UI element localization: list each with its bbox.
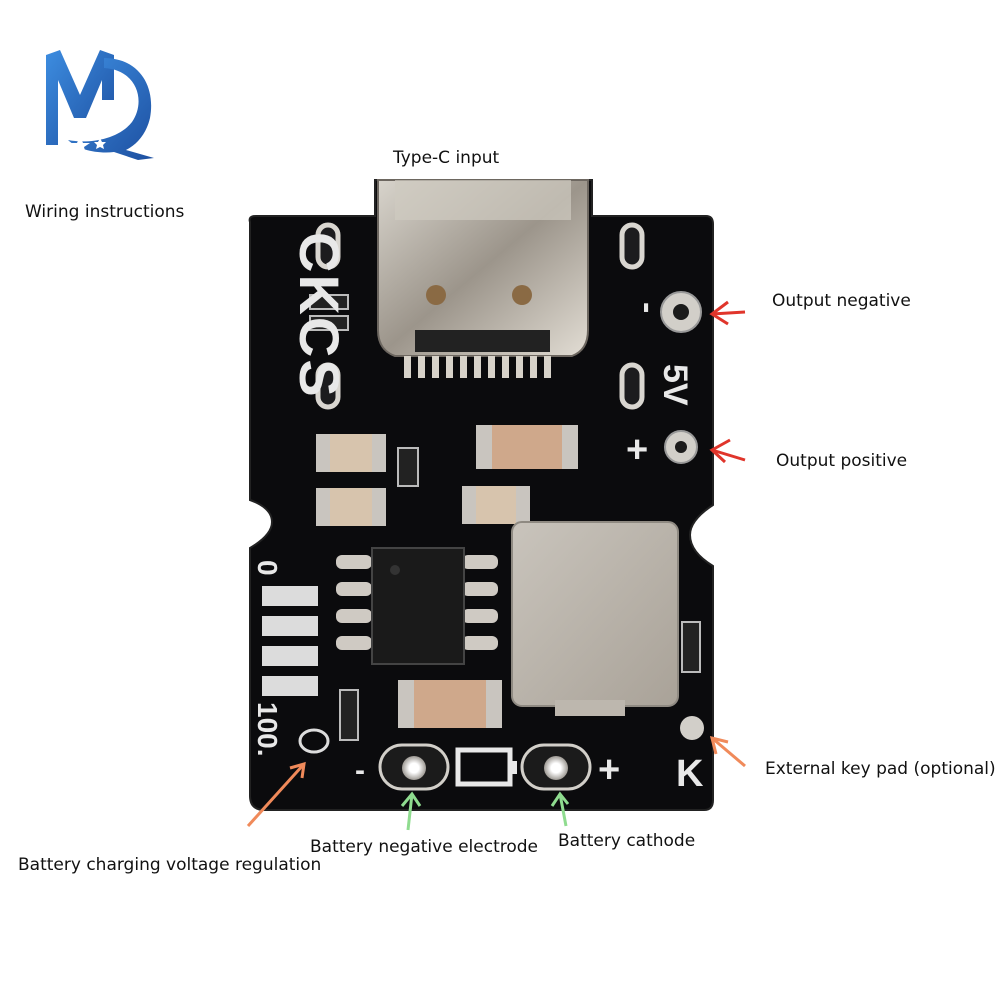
brand-logo <box>46 50 154 160</box>
mark-battery-plus: + <box>598 749 620 791</box>
mark-key: K <box>676 753 704 795</box>
mark-battery-minus: - <box>355 754 365 787</box>
silkscreen-brand: CKCS <box>288 232 351 399</box>
callout-output-positive: Output positive <box>776 451 908 471</box>
mark-zero: 0 <box>252 560 283 576</box>
arrow-output-positive <box>709 438 746 464</box>
arrow-voltage-regulation <box>246 761 306 828</box>
arrow-external-key <box>709 735 746 768</box>
battery-icon <box>455 747 517 787</box>
callout-external-key-pad: External key pad (optional) <box>765 759 996 779</box>
callout-battery-negative-electrode: Battery negative electrode <box>310 837 538 857</box>
page-heading: Wiring instructions <box>25 202 185 222</box>
callout-battery-cathode: Battery cathode <box>558 831 696 851</box>
callout-battery-charging-voltage-regulation: Battery charging voltage regulation <box>18 855 322 875</box>
solder-pads <box>378 291 704 791</box>
arrow-output-negative <box>709 300 746 326</box>
arrow-battery-cathode <box>550 791 570 827</box>
smd-capacitors <box>316 425 701 741</box>
callout-type-c-input: Type-C input <box>393 148 500 168</box>
arrow-battery-negative <box>400 791 422 831</box>
smd-resistors-top-left <box>309 294 349 331</box>
mark-output-plus: + <box>626 429 648 471</box>
power-inductor <box>511 521 679 716</box>
voltage-select-pads <box>262 586 330 754</box>
mark-5v: 5V <box>656 364 694 406</box>
mark-output-minus: - <box>629 302 667 313</box>
mounting-slots <box>315 222 645 410</box>
mark-hundred: 100. <box>252 702 283 757</box>
callout-output-negative: Output negative <box>772 291 911 311</box>
type-c-connector <box>377 179 589 378</box>
ic-chip <box>336 547 498 665</box>
